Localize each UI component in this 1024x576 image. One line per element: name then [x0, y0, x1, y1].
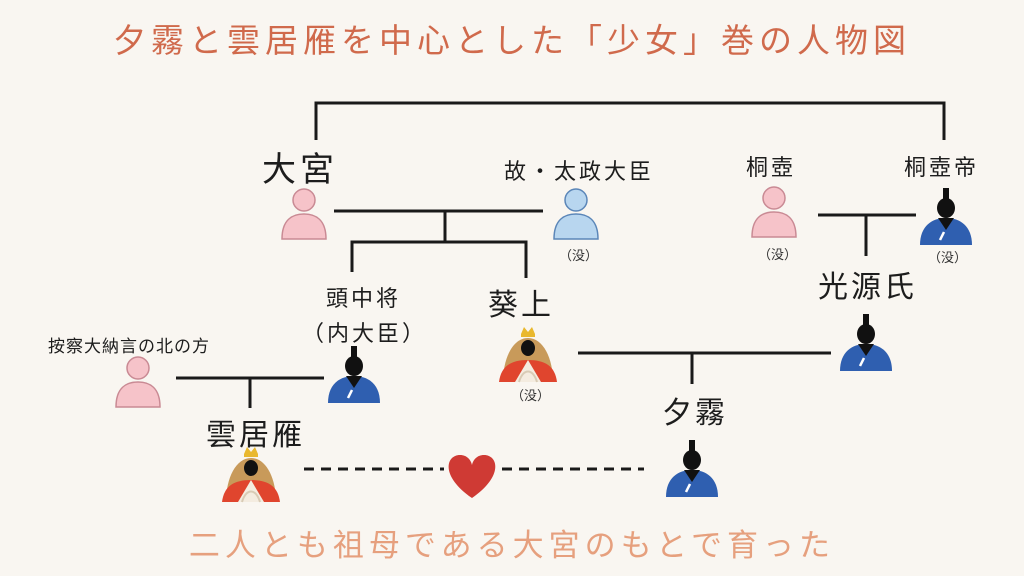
name-omiya: 大宮	[262, 150, 338, 190]
caption-text: 二人とも祖母である大宮のもとで育った	[188, 528, 836, 564]
name-aoinoue: 葵上	[488, 288, 554, 323]
male-noble-figure-icon	[840, 314, 892, 371]
deceased-note-kiritsubo: （没）	[758, 248, 798, 263]
female-person-icon	[751, 186, 797, 238]
emperor-figure-icon	[920, 188, 972, 245]
name-kiritsubo: 桐壺	[746, 156, 797, 181]
deceased-note-aoinoue: （没）	[511, 389, 551, 404]
name-naidaijin: （内大臣）	[302, 322, 428, 347]
name-genji: 光源氏	[818, 270, 917, 305]
name-azechi: 按察大納言の北の方	[48, 337, 210, 357]
diagram-title: 夕霧と雲居雁を中心とした「少女」巻の人物図	[113, 21, 911, 60]
name-kumoinokari: 雲居雁	[206, 418, 305, 453]
deceased-note-kiritsubotei: （没）	[928, 251, 968, 266]
name-yugiri: 夕霧	[662, 396, 728, 431]
male-noble-figure-icon	[328, 346, 380, 403]
heart-icon	[448, 455, 496, 498]
female-person-icon	[281, 188, 327, 240]
children-bracket-omiya	[350, 240, 528, 278]
sibling-line-omiya-kiritsubotei	[314, 101, 946, 140]
name-dajodaijin: 故・太政大臣	[504, 160, 655, 185]
princess-figure-icon	[499, 327, 557, 383]
name-kiritsubotei: 桐壺帝	[904, 156, 980, 181]
princess-figure-icon	[222, 447, 280, 503]
male-noble-figure-icon	[666, 440, 718, 497]
name-tonochujo: 頭中将	[326, 287, 402, 312]
deceased-note-dajodaijin: （没）	[559, 249, 599, 264]
male-person-icon	[553, 188, 599, 240]
female-person-icon	[115, 356, 161, 408]
